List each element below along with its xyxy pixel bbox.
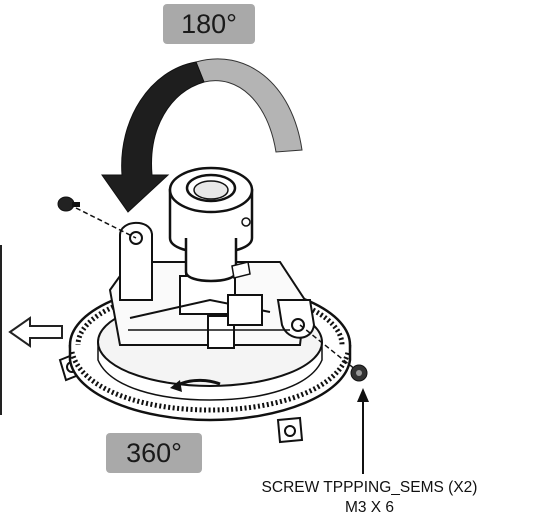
callout-pointer (357, 388, 369, 474)
tilt-arrow-light-half (195, 58, 303, 153)
tilt-angle-badge: 180° (163, 4, 255, 44)
screw-icon-right (299, 324, 368, 382)
hollow-left-arrow-icon (8, 316, 63, 348)
tilt-rotation-arrow (101, 58, 303, 213)
tilt-arrow-dark-half (101, 61, 205, 213)
camera-lens-barrel (168, 166, 254, 283)
screw-callout-line2: M3 X 6 (344, 499, 395, 516)
screw-callout-text: SCREW TPPPING_SEMS (X2) M3 X 6 (190, 478, 549, 518)
screw-callout-line1: SCREW TPPPING_SEMS (X2) (261, 479, 478, 496)
screw-icon-left (57, 196, 137, 239)
pan-angle-badge: 360° (106, 433, 202, 473)
